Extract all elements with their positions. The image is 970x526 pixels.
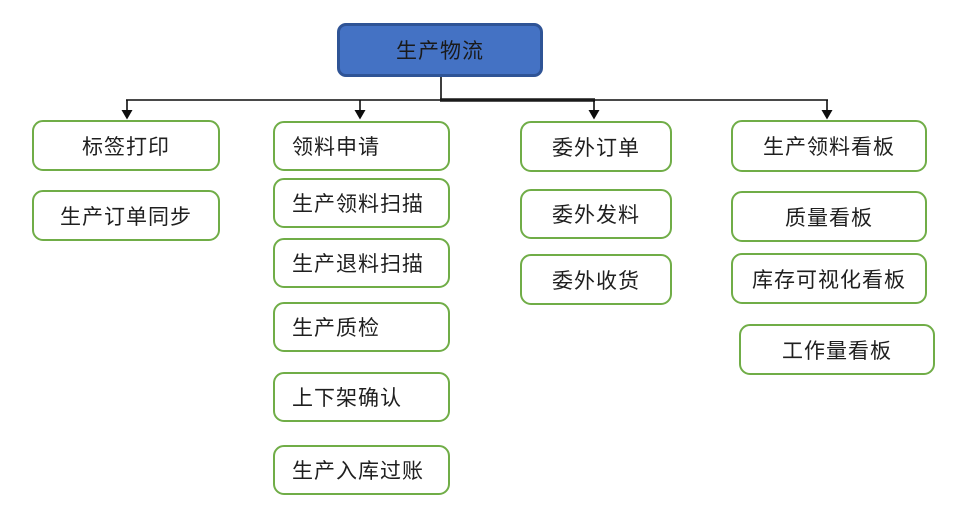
- arrow-down-icon: [354, 110, 366, 120]
- node-production-order-sync: 生产订单同步: [32, 190, 220, 241]
- connector-branch-4: [821, 100, 833, 120]
- arrow-down-icon: [121, 110, 133, 120]
- node-outsourcing-issue: 委外发料: [520, 189, 672, 239]
- node-inventory-visualization-board: 库存可视化看板: [731, 253, 927, 304]
- node-outsourcing-order: 委外订单: [520, 121, 672, 172]
- node-production-picking-scan: 生产领料扫描: [273, 178, 450, 228]
- arrow-down-icon: [821, 110, 833, 120]
- connector-branch-1: [121, 100, 133, 120]
- arrow-down-icon: [588, 110, 600, 120]
- connector-branch-3: [588, 100, 600, 120]
- node-quality-board: 质量看板: [731, 191, 927, 242]
- node-workload-board: 工作量看板: [739, 324, 935, 375]
- node-material-request: 领料申请: [273, 121, 450, 171]
- connector-branch-2: [354, 100, 366, 120]
- node-production-inbound-posting: 生产入库过账: [273, 445, 450, 495]
- node-production-picking-board: 生产领料看板: [731, 120, 927, 172]
- node-label-printing: 标签打印: [32, 120, 220, 171]
- node-production-quality-check: 生产质检: [273, 302, 450, 352]
- node-outsourcing-receiving: 委外收货: [520, 254, 672, 305]
- node-production-return-scan: 生产退料扫描: [273, 238, 450, 288]
- root-node-production-logistics: 生产物流: [337, 23, 543, 77]
- node-shelf-confirmation: 上下架确认: [273, 372, 450, 422]
